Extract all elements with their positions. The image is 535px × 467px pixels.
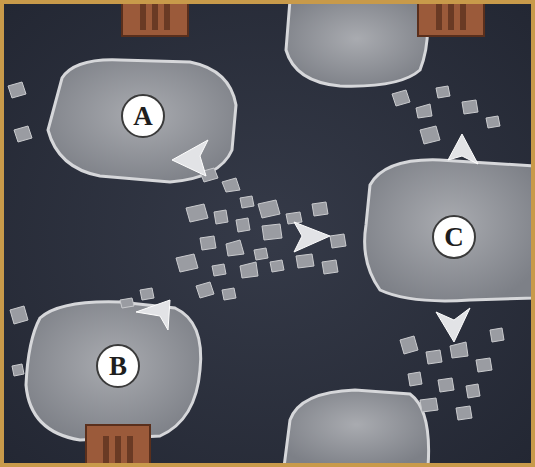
letter-marker: A <box>121 94 165 138</box>
marker-letter: A <box>133 103 153 130</box>
letter-marker: B <box>96 344 140 388</box>
marker-letter: C <box>444 224 464 251</box>
marker-letter: B <box>109 353 127 380</box>
letter-marker: C <box>432 215 476 259</box>
